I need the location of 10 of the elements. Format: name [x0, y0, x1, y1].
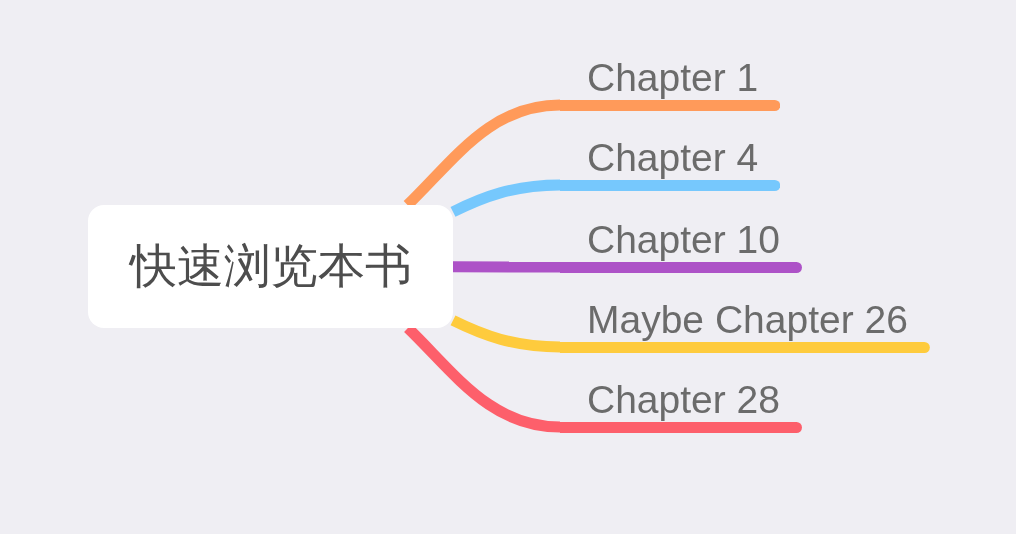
root-topic-text: 快速浏览本书 [129, 238, 412, 295]
topic-label: Chapter 10 [586, 217, 781, 262]
topic-label: Maybe Chapter 26 [586, 297, 909, 342]
topic-label: Chapter 28 [586, 377, 781, 422]
topic-label: Chapter 4 [586, 135, 760, 180]
root-topic-box [88, 205, 453, 328]
branch-connector [450, 315, 561, 353]
branch-connector [453, 261, 560, 273]
topic-label: Chapter 1 [586, 55, 760, 100]
branch-connector [450, 179, 561, 217]
